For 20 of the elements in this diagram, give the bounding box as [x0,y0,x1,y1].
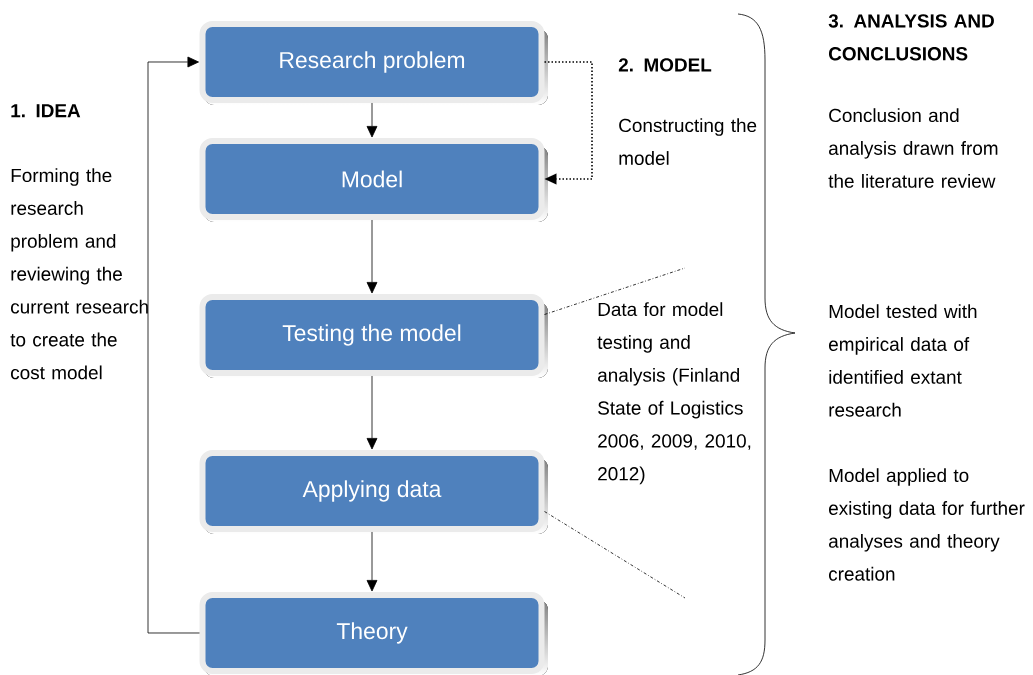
description-text: Conclusion and analysis drawn from the literature review [828,108,998,188]
arrow [366,219,378,294]
section-heading: 1. IDEA [11,104,81,118]
section-heading: 2. MODEL [618,58,712,72]
section-heading: 3. ANALYSIS AND CONCLUSIONS [828,14,994,61]
process-box: Research problem [199,21,548,105]
description-text: Model applied to existing data for further analyses and theory creation [829,468,1025,581]
arrow [366,531,378,592]
arrow [543,61,593,185]
description-text: Forming the research problem and reviewing the current research to create the cost model [10,168,148,380]
description-text: Model tested with empirical data of identified extant research [829,304,977,417]
arrow [147,56,200,634]
arrow [366,375,378,450]
process-box: Model [199,138,548,222]
arrow [366,102,378,138]
process-box: Testing the model [199,294,548,378]
process-box: Applying data [199,450,548,534]
process-box: Theory [199,592,548,675]
description-text: Constructing the model [619,118,757,165]
description-text: Data for model testing and analysis (Finland State of Logistics 2006, 2009, 2010, 2012) [597,302,751,485]
